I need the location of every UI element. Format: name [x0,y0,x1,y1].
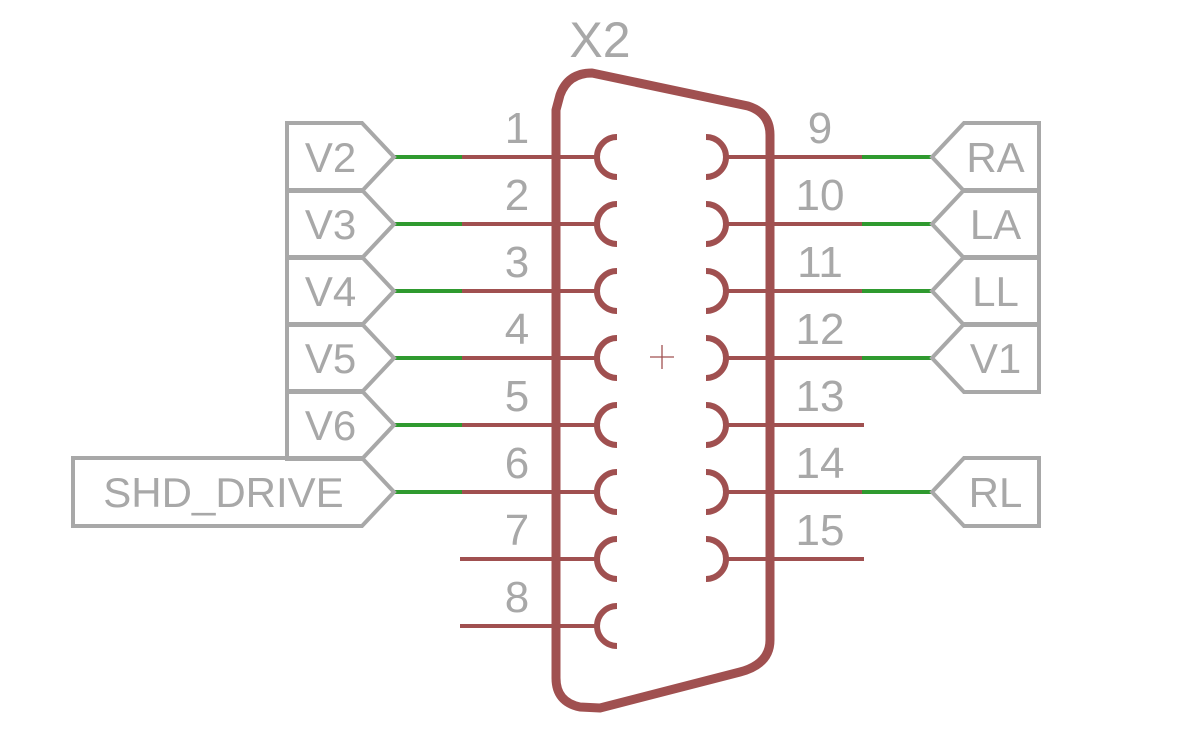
net-label-text: LA [970,201,1021,248]
pin-number: 10 [796,171,845,220]
pin-number: 8 [505,573,529,622]
net-label-text: V6 [305,402,356,449]
pin-15: 15 [705,506,864,582]
pin-contact [705,134,729,180]
pin-number: 11 [797,238,843,287]
connector-body [551,68,775,713]
net-label-text: RL [969,469,1023,516]
pin-contact [594,536,618,582]
net-label-text: V3 [305,201,356,248]
pin-number: 14 [796,439,845,488]
pin-number: 13 [796,372,845,421]
net-label-text: V2 [305,134,356,181]
pin-5: 5V6 [285,372,618,461]
net-label-v5 [285,322,397,394]
pin-contact [705,469,729,515]
pin-contact [705,536,729,582]
net-label-text: RA [966,134,1024,181]
pin-contact [594,603,618,649]
pin-2: 2V3 [285,171,618,260]
net-label-text: V1 [970,335,1021,382]
pin-contact [594,335,618,381]
net-label-v6 [285,389,397,461]
pin-9: 9RA [705,104,1041,193]
pin-7: 7 [460,506,618,582]
pin-13: 13 [705,372,864,448]
net-label-text: V4 [305,268,356,315]
net-label-shd-drive [71,456,397,528]
net-label-text: SHD_DRIVE [103,469,343,516]
component-name: X2 [569,12,630,68]
net-label-v2 [285,121,397,193]
pin-contact [594,469,618,515]
net-label-ra [929,121,1041,193]
pin-number: 4 [505,305,529,354]
pin-number: 12 [796,305,845,354]
pin-contact [594,402,618,448]
pin-contact [705,335,729,381]
pin-number: 7 [505,506,529,555]
pin-3: 3V4 [285,238,618,327]
net-label-text: V5 [305,335,356,382]
net-label-v3 [285,188,397,260]
net-label-text: LL [972,268,1019,315]
pin-number: 1 [505,104,529,153]
pin-number: 15 [796,506,845,555]
pin-8: 8 [460,573,618,649]
origin-cross [650,345,674,369]
pin-number: 5 [505,372,529,421]
net-label-la [929,188,1041,260]
pin-contact [594,268,618,314]
pin-number: 6 [505,439,529,488]
pin-number: 9 [808,104,832,153]
pin-contact [705,268,729,314]
pin-4: 4V5 [285,305,618,394]
net-label-ll [929,255,1041,327]
pin-number: 3 [505,238,529,287]
net-label-v4 [285,255,397,327]
net-label-v1 [929,322,1041,394]
pin-contact [594,201,618,247]
pin-1: 1V2 [285,104,618,193]
pin-contact [705,402,729,448]
net-label-rl [929,456,1041,528]
pin-contact [705,201,729,247]
pin-contact [594,134,618,180]
pin-number: 2 [505,171,529,220]
